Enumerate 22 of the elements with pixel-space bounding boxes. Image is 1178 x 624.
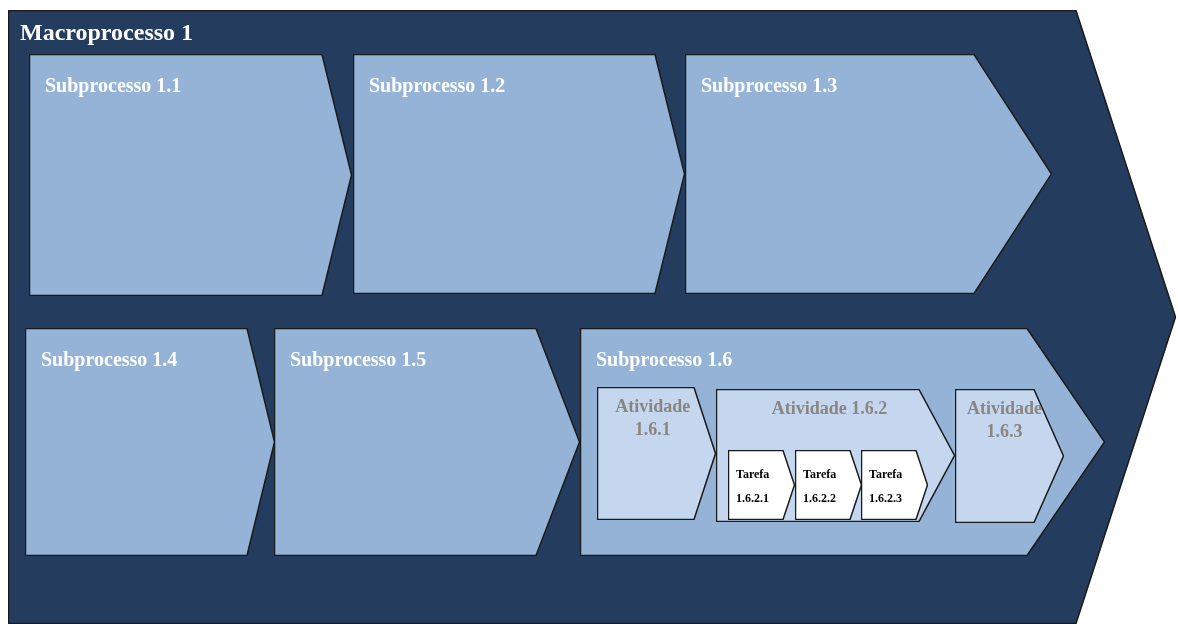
- process-label: Tarefa 1.6.2.2: [803, 467, 837, 505]
- process-label: Subprocesso 1.6: [596, 348, 733, 370]
- process-label: Tarefa 1.6.2.3: [869, 467, 903, 505]
- process-label: Subprocesso 1.2: [369, 74, 506, 96]
- task-box: [861, 450, 928, 520]
- process-label: Atividade 1.6.1: [615, 396, 691, 439]
- subprocess-box: [29, 54, 352, 296]
- process-label: Tarefa 1.6.2.1: [736, 467, 770, 505]
- subprocess-box: [274, 328, 580, 556]
- process-label: Macroprocesso 1: [20, 19, 194, 45]
- subprocess-box: [25, 328, 275, 556]
- subprocess-box: [580, 328, 1105, 556]
- task-box: [795, 450, 862, 520]
- process-label: Subprocesso 1.4: [41, 348, 178, 370]
- task-box: [728, 450, 795, 520]
- process-label: Subprocesso 1.5: [290, 348, 427, 370]
- process-label: Atividade 1.6.2: [771, 398, 888, 418]
- macroprocess-box: [8, 10, 1176, 624]
- process-label: Atividade 1.6.3: [967, 398, 1042, 441]
- process-label: Subprocesso 1.1: [45, 74, 182, 96]
- subprocess-box: [353, 54, 685, 294]
- process-label: Subprocesso 1.3: [701, 74, 838, 96]
